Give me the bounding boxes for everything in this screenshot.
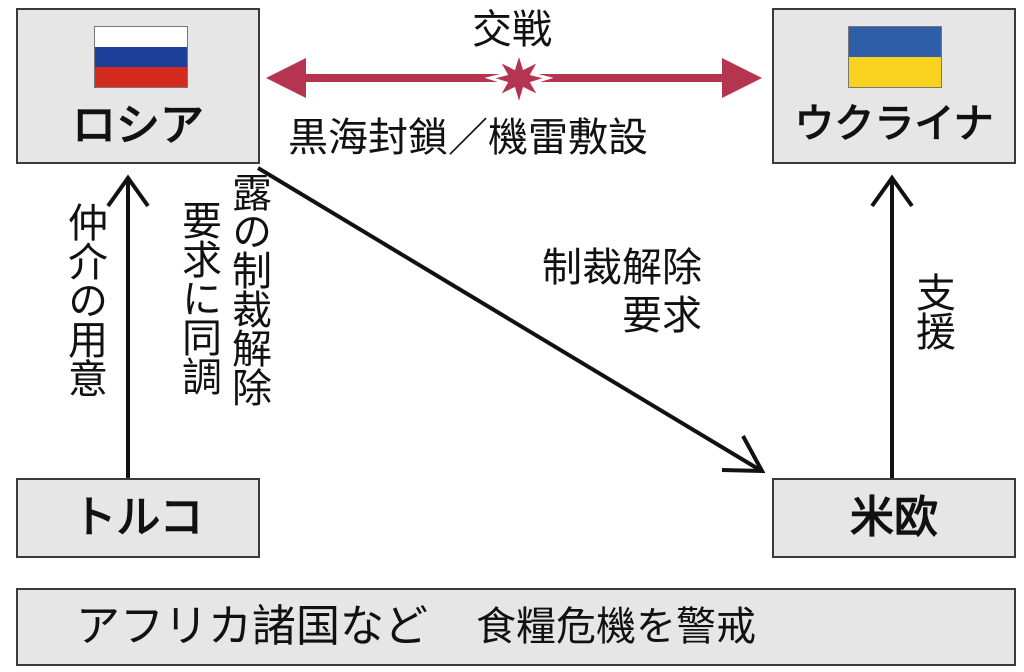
mediation-label: 仲介の用意 [61,202,107,397]
footer-banner: アフリカ諸国など 食糧危機を警戒 [16,588,1016,666]
us-europe-label: 米欧 [850,492,938,543]
us-europe-node: 米欧 [772,478,1016,558]
russia-flag-icon [94,26,188,88]
support-label: 支援 [909,272,955,350]
blockade-label: 黒海封鎖／機雷敷設 [288,115,648,161]
turkey-node: トルコ [16,478,260,558]
ukraine-flag-icon [848,26,942,88]
russia-label: ロシア [72,100,204,151]
sympathy-line-2: 要求に同調 [175,200,221,395]
ukraine-label: ウクライナ [794,101,994,147]
sympathy-label: 露の制裁解除 要求に同調 [160,172,271,472]
combat-label: 交戦 [472,7,552,53]
mediation-arrow [106,174,150,478]
footer-concern: 食糧危機を警戒 [476,604,756,650]
footer-subject: アフリカ諸国など [76,601,428,652]
turkey-label: トルコ [72,492,204,543]
sympathy-line-1: 露の制裁解除 [225,172,271,406]
sanctions-demand-line-2: 要求 [622,293,702,339]
sanctions-demand-arrow [256,166,766,474]
sanctions-demand-label: 制裁解除 要求 [472,244,702,340]
russia-node: ロシア [16,8,260,164]
clash-burst-icon [484,46,554,112]
sanctions-demand-line-1: 制裁解除 [542,245,702,291]
ukraine-node: ウクライナ [772,8,1016,164]
support-arrow [870,174,914,478]
